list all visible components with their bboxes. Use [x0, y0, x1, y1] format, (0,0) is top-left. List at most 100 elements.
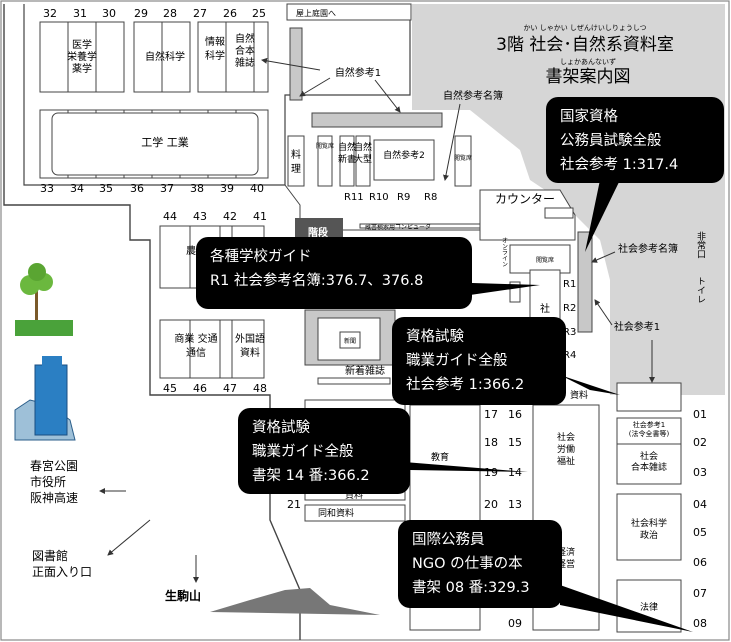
callout-line: 書架 14 番:366.2: [252, 468, 370, 484]
shelf-law: 法律: [640, 601, 658, 613]
right-number: 01: [693, 408, 707, 421]
shelf-education: 教育: [431, 451, 449, 463]
title-ruby2: しょかあんないず: [560, 57, 616, 66]
shelf-polsci: 社会科学政治: [631, 517, 667, 541]
stairs-label: 階段: [308, 226, 328, 239]
r-side-number: R3: [563, 327, 576, 338]
callout-line: 職業ガイド全般: [406, 353, 508, 369]
label-natref-list: 自然参考名簿: [443, 89, 503, 102]
right-number: 08: [693, 617, 707, 630]
outer-wall: [3, 4, 301, 640]
shelf-number: 25: [252, 7, 266, 20]
col17-number: 17: [484, 408, 498, 421]
reading-3: 閲覧席: [536, 256, 554, 264]
col17-number: 21: [287, 498, 301, 511]
reading-1: 閲覧席: [316, 142, 334, 150]
shelf-info: 情報科学: [205, 35, 225, 62]
title-line2: 書架案内図: [546, 67, 631, 87]
shelf-number: 27: [193, 7, 207, 20]
shelf-number: 32: [43, 7, 57, 20]
right-number: 06: [693, 556, 707, 569]
emergency-label: 非常口: [695, 230, 706, 258]
shelf-foreign: 外国語資料: [235, 332, 265, 359]
shelf-dowa: 同和資料: [318, 507, 354, 519]
shelf-combined: 社会合本雑誌: [631, 450, 667, 473]
sha-label: 社: [540, 302, 550, 315]
shelf-number: 41: [253, 210, 267, 223]
title-line1: 3階 社会･自然系資料室: [496, 35, 674, 55]
shelf-natnew: 自然新書: [338, 141, 356, 165]
col17-numbers: 17 18 19 20 21: [287, 408, 498, 511]
left-col-number: 15: [508, 436, 522, 449]
callout-line: 職業ガイド全般: [252, 444, 354, 460]
park-label: 春宮公園市役所阪神高速: [30, 458, 78, 505]
r-numbers: R11 R10 R9 R8: [344, 192, 437, 203]
callout-national-exam: 国家資格公務員試験全般社会参考 1:317.4: [546, 97, 724, 183]
newspaper-label: 新聞: [344, 337, 356, 345]
callout-line: 社会参考 1:317.4: [560, 157, 679, 173]
r-number: R11: [344, 192, 364, 203]
building-icon: [14, 356, 76, 441]
shelf-number: 42: [223, 210, 237, 223]
library-label: 図書館正面入り口: [32, 548, 92, 579]
shelf-number: 28: [163, 7, 177, 20]
r-number: R8: [424, 192, 437, 203]
title-ruby1: かい しゃかい しぜんけいしりょうしつ: [523, 24, 646, 32]
shelf-number: 40: [250, 182, 264, 195]
callout-line: 資格試験: [406, 329, 464, 345]
callout-line: 各種学校ガイド: [210, 249, 312, 265]
callout-line: 国際公務員: [412, 532, 485, 548]
shelf-shiryo1: 資料: [570, 389, 588, 401]
shelf-number: 38: [190, 182, 204, 195]
callout-line: 社会参考 1:366.2: [406, 377, 525, 393]
shelf-natsci: 自然科学: [145, 50, 185, 63]
reading-2: 閲覧席: [454, 154, 472, 162]
callout-line: 公務員試験全般: [560, 133, 662, 149]
shelf-number: 35: [99, 182, 113, 195]
r-number: R10: [369, 192, 389, 203]
callout-qual-ref: 資格試験職業ガイド全般社会参考 1:366.2: [392, 317, 566, 405]
callout-line: 資格試験: [252, 420, 310, 436]
mountain-label: 生駒山: [165, 588, 201, 603]
newmag-label: 新着雑誌: [345, 364, 385, 377]
shelf-number: 47: [223, 382, 237, 395]
shelf-number: 33: [40, 182, 54, 195]
label-natref2: 自然参考2: [383, 149, 425, 161]
shelf-natbig: 自然大型: [354, 141, 372, 165]
right-number: 07: [693, 587, 707, 600]
label-natref1: 自然参考1: [335, 66, 381, 79]
toilet-label: トイレ: [695, 277, 706, 304]
shelf-number: 34: [70, 182, 84, 195]
callout-line: 国家資格: [560, 109, 618, 125]
col17-number: 20: [484, 498, 498, 511]
r-side-number: R1: [563, 279, 576, 290]
shelf-number: 29: [134, 7, 148, 20]
left-col-number: 14: [508, 466, 522, 479]
mountain-icon: [210, 588, 380, 615]
r-number: R9: [397, 192, 410, 203]
r-side-number: R4: [563, 350, 576, 361]
shelf-engineering: 工学 工業: [141, 135, 189, 149]
shelf-medical: 医学栄養学薬学: [67, 38, 97, 75]
shelf-natcombined: 自然合本雑誌: [235, 32, 255, 69]
socref1-label: 社会参考1: [614, 320, 660, 333]
col17-number: 18: [484, 436, 498, 449]
shelf-number: 45: [163, 382, 177, 395]
shelf-number: 31: [73, 7, 87, 20]
counter-label: カウンター: [495, 192, 555, 206]
shelf-number: 39: [220, 182, 234, 195]
tree-icon: [15, 263, 73, 336]
right-number: 03: [693, 466, 707, 479]
left-col-number: 16: [508, 408, 522, 421]
right-number: 04: [693, 498, 707, 511]
col17-number: 19: [484, 466, 498, 479]
left-col-number: 13: [508, 498, 522, 511]
